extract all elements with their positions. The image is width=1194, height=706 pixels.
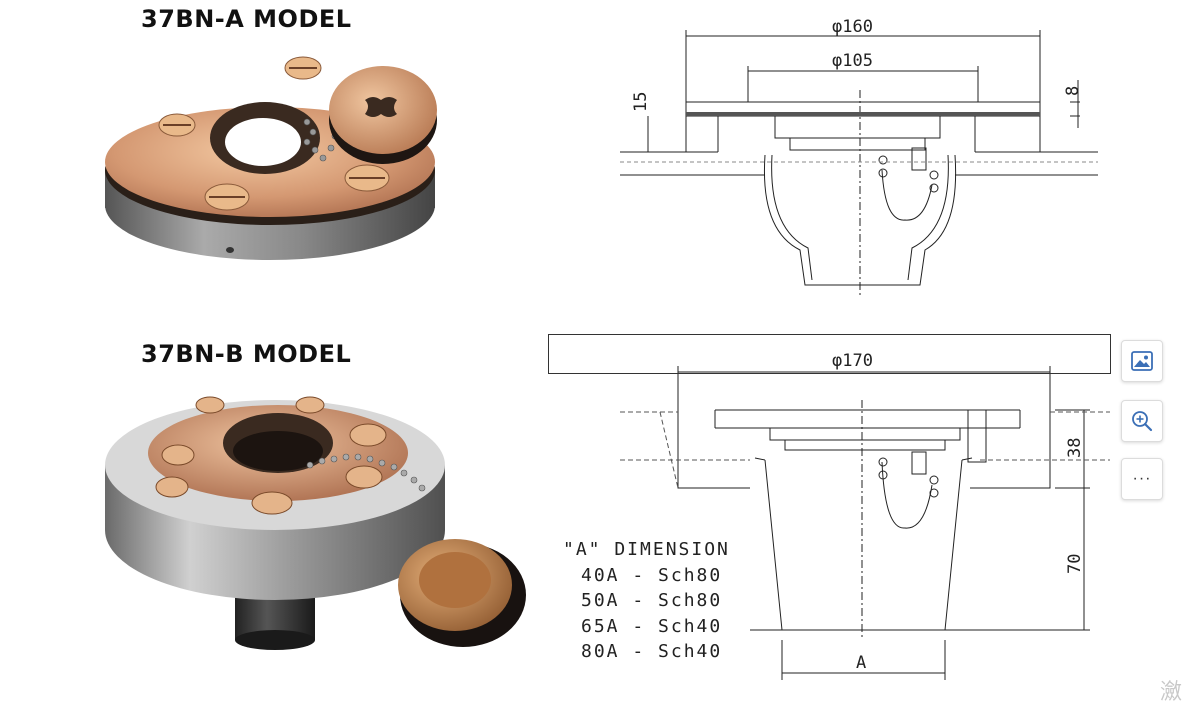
a-dimension-row: 80A - Sch40 bbox=[581, 641, 723, 662]
model-a-title: 37BN-A MODEL bbox=[141, 5, 352, 33]
zoom-in-button[interactable] bbox=[1121, 400, 1163, 442]
product-photo-a bbox=[105, 56, 437, 260]
dim-38: 38 bbox=[1065, 438, 1085, 458]
image-search-button[interactable] bbox=[1121, 340, 1163, 382]
a-dimension-row: 50A - Sch80 bbox=[581, 590, 723, 611]
a-dimension-heading: "A" DIMENSION bbox=[563, 539, 730, 560]
dim-70: 70 bbox=[1065, 554, 1085, 574]
a-dimension-row: 40A - Sch80 bbox=[581, 564, 723, 586]
a-dimension-table: "A" DIMENSION 40A - Sch80 50A - Sch80 65… bbox=[563, 537, 730, 665]
dim-a: A bbox=[856, 653, 866, 673]
drawing-a: φ160 φ105 15 8 bbox=[620, 17, 1098, 295]
product-photo-b bbox=[105, 396, 526, 650]
selection-box[interactable] bbox=[548, 334, 1111, 374]
zoom-in-icon bbox=[1132, 411, 1153, 432]
dim-8: 8 bbox=[1063, 86, 1083, 96]
corner-glyph: 瀲 bbox=[1160, 680, 1183, 705]
dim-phi160: φ160 bbox=[832, 17, 873, 37]
dim-phi105: φ105 bbox=[832, 51, 873, 71]
drawing-b: φ170 38 70 A bbox=[620, 351, 1110, 680]
more-options-button[interactable]: ··· bbox=[1121, 458, 1163, 500]
a-dimension-row: 65A - Sch40 bbox=[581, 615, 723, 637]
image-search-icon bbox=[1131, 351, 1153, 371]
dim-15: 15 bbox=[631, 92, 651, 112]
more-options-icon: ··· bbox=[1132, 470, 1152, 487]
dim-phi170: φ170 bbox=[832, 351, 873, 371]
model-b-title: 37BN-B MODEL bbox=[141, 340, 352, 368]
